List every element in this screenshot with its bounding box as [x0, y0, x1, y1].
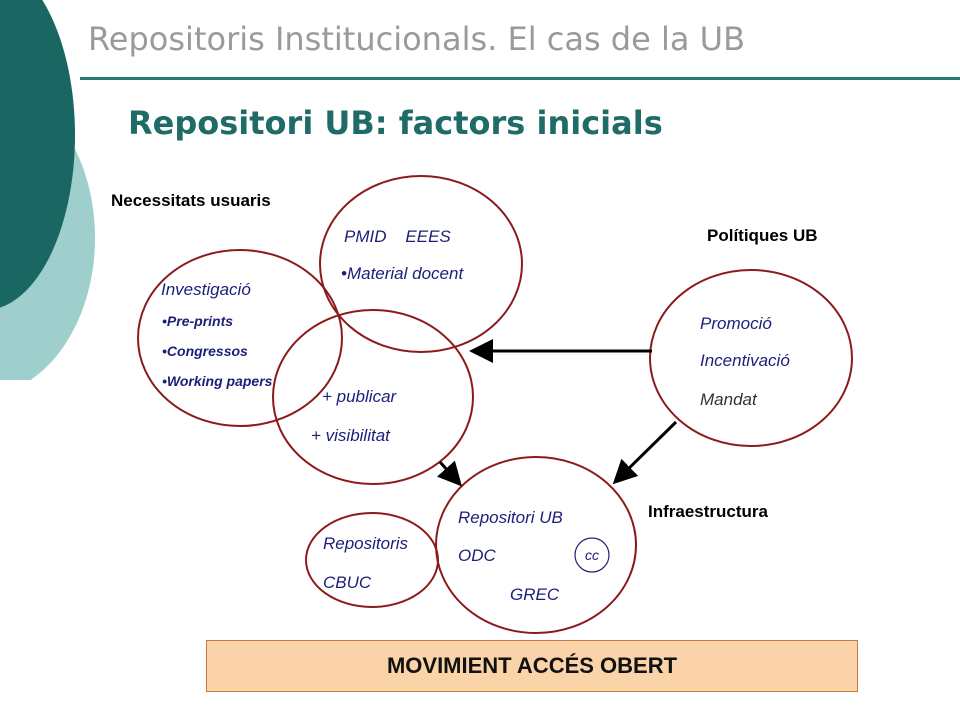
label-infraestructura: Infraestructura	[648, 502, 769, 521]
circle-publicar	[272, 309, 474, 485]
decor-dark-teal-ellipse	[0, 0, 75, 308]
politiques-promocio: Promoció	[700, 314, 772, 333]
circle-docencia	[319, 175, 523, 353]
politiques-incentivacio: Incentivació	[700, 351, 790, 370]
circle-infraestructura	[435, 456, 637, 634]
circle-cc	[574, 537, 610, 573]
header-title: Repositoris Institucionals. El cas de la…	[88, 20, 746, 58]
banner-text: MOVIMIENT ACCÉS OBERT	[386, 653, 678, 678]
infra-odc: ODC	[458, 546, 497, 565]
label-necessitats: Necessitats usuaris	[111, 191, 271, 210]
decorative-left-shapes	[0, 0, 95, 380]
label-politiques: Polítiques UB	[707, 226, 818, 245]
slide-title: Repositori UB: factors inicials	[128, 104, 663, 142]
circle-politiques	[649, 269, 853, 447]
circle-investigacio	[137, 249, 343, 427]
docencia-line1: PMID EEES	[344, 227, 451, 246]
arrow-politiques-to-infra	[612, 420, 678, 485]
investigacio-item-working-papers: •Working papers	[162, 373, 273, 389]
infra-grec: GREC	[510, 585, 560, 604]
repositoris-line2: CBUC	[323, 573, 372, 592]
publicar-line1: + publicar	[322, 387, 398, 406]
movimient-acces-obert-banner: MOVIMIENT ACCÉS OBERT	[206, 640, 858, 692]
investigacio-item-preprints: •Pre-prints	[162, 313, 233, 329]
repositoris-line1: Repositoris	[323, 534, 409, 553]
header-divider	[80, 77, 960, 80]
infra-cc: cc	[585, 547, 599, 563]
politiques-mandat: Mandat	[700, 390, 758, 409]
arrow-publicar-to-infra	[437, 460, 463, 487]
circle-repositoris	[305, 512, 439, 608]
investigacio-title: Investigació	[161, 280, 251, 299]
investigacio-item-congressos: •Congressos	[162, 343, 248, 359]
publicar-line2: + visibilitat	[311, 426, 391, 445]
docencia-line2: •Material docent	[341, 264, 464, 283]
infra-repositori-ub: Repositori UB	[458, 508, 563, 527]
